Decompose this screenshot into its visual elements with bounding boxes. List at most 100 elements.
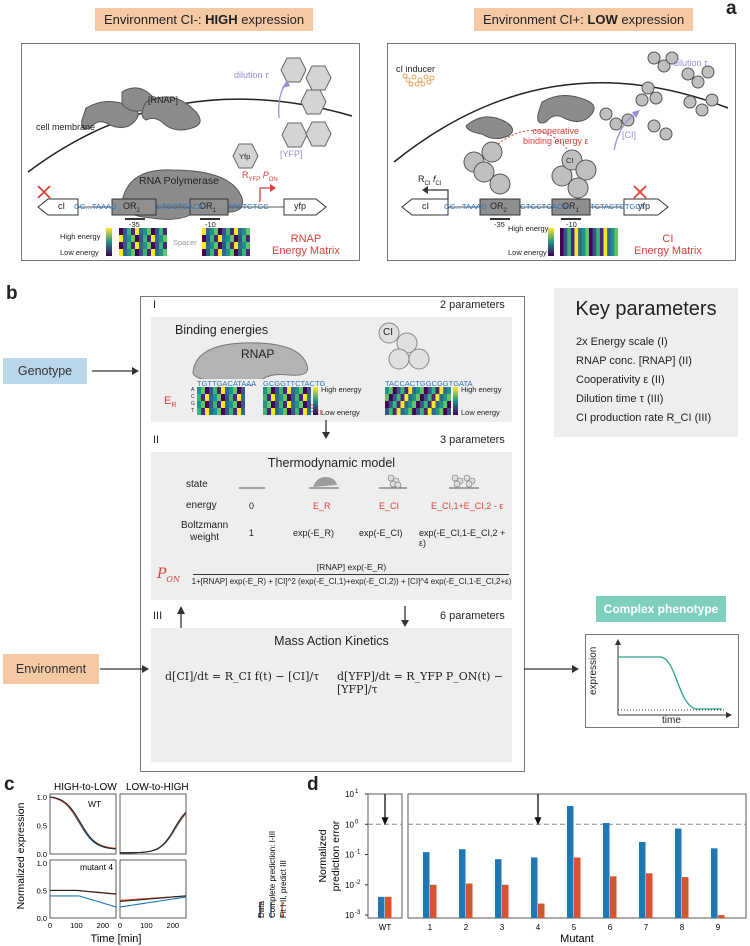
yfp-conc-label: [YFP] bbox=[280, 149, 303, 159]
heatmap-cell bbox=[400, 408, 405, 416]
heatmap-cell bbox=[388, 394, 394, 402]
env-high-prefix: Environment CI-: bbox=[104, 12, 206, 27]
heatmap-cell bbox=[233, 387, 238, 395]
or1-left-sub: 1 bbox=[212, 207, 216, 214]
heatmap-cell bbox=[135, 235, 140, 243]
heatmap-cell bbox=[607, 242, 612, 250]
heatmap-cell bbox=[233, 408, 238, 416]
heatmap-cell bbox=[283, 408, 288, 416]
section-3-roman: III bbox=[153, 610, 163, 622]
heatmap-cell bbox=[423, 387, 429, 395]
heatmap-cell bbox=[423, 401, 429, 409]
or1-right-sub: 1 bbox=[575, 207, 579, 214]
curve-complete bbox=[49, 796, 117, 850]
curve-data bbox=[50, 889, 117, 895]
heatmap-cell bbox=[385, 401, 390, 409]
heatmap-cell bbox=[155, 235, 160, 243]
heatmap-cell bbox=[197, 387, 202, 395]
heatmap-cell bbox=[263, 401, 268, 409]
curve-fit bbox=[49, 796, 117, 849]
heatmap-cell bbox=[427, 401, 432, 409]
rnap-matrix-b-10 bbox=[263, 387, 312, 416]
dilution-label-right: dilution τ bbox=[673, 58, 707, 68]
heatmap-cell bbox=[217, 387, 222, 395]
bar-7-s1 bbox=[639, 841, 646, 918]
seq1-left: GG...TAAAG bbox=[74, 202, 117, 211]
heatmap-cell bbox=[419, 408, 425, 416]
heatmap-cell bbox=[246, 228, 251, 236]
section-2-box: Thermodynamic model state energy Boltzma… bbox=[151, 452, 512, 600]
or2-right: OR2 bbox=[490, 201, 507, 214]
f-ci-sub: CI bbox=[435, 180, 442, 187]
cell-high-box: cell membrane [RNAP] dilution τ [YFP] Yf… bbox=[21, 43, 360, 261]
env-high-title: Environment CI-: HIGH expression bbox=[95, 8, 314, 31]
heatmap-cell bbox=[443, 408, 448, 416]
heatmap-cell bbox=[279, 387, 284, 395]
heatmap-cell bbox=[603, 242, 608, 250]
heatmap-cell bbox=[396, 401, 401, 409]
heatmap-cell bbox=[585, 242, 590, 250]
heatmap-cell bbox=[213, 394, 218, 402]
r-yfp: R bbox=[242, 170, 249, 180]
bar-2-s1 bbox=[459, 849, 466, 918]
heatmap-cell bbox=[295, 387, 300, 395]
heatmap-cell bbox=[447, 394, 452, 402]
heatmap-cell bbox=[408, 394, 413, 402]
heatmap-cell bbox=[388, 408, 394, 416]
heatmap-cell bbox=[614, 242, 619, 250]
cell-low-box: cI inducer dilution τ [CI] cooperative b… bbox=[387, 43, 736, 261]
heatmap-cell bbox=[222, 235, 227, 243]
env-high-suffix: expression bbox=[237, 12, 305, 27]
bar-9-s1 bbox=[711, 848, 718, 918]
coop-line1: cooperative bbox=[532, 126, 580, 136]
ci-matrix-title-2: Energy Matrix bbox=[634, 245, 702, 257]
heatmap-cell bbox=[603, 235, 608, 243]
heatmap-cell bbox=[603, 228, 608, 236]
heatmap-cell bbox=[419, 387, 425, 395]
heatmap-cell bbox=[408, 387, 413, 395]
rnap-matrix-left-35 bbox=[119, 228, 168, 257]
rnap-conc-label: [RNAP] bbox=[148, 95, 179, 105]
heatmap-cell bbox=[151, 249, 156, 257]
e-r: E bbox=[164, 395, 172, 407]
heatmap-cell bbox=[205, 387, 210, 395]
pon-eq-num: [RNAP] exp(-E_R) bbox=[316, 562, 387, 572]
heatmap-cell bbox=[307, 408, 312, 416]
heatmap-cell bbox=[246, 242, 251, 250]
heatmap-cell bbox=[135, 242, 140, 250]
low-energy-b1: Low energy bbox=[321, 408, 360, 417]
heatmap-cell bbox=[563, 249, 568, 257]
energy-colorbar-b1 bbox=[313, 387, 318, 415]
heatmap-cell bbox=[206, 249, 211, 257]
heatmap-cell bbox=[214, 249, 219, 257]
low-energy-left: Low energy bbox=[60, 248, 99, 257]
row-weight-2: weight bbox=[190, 532, 220, 543]
heatmap-cell bbox=[574, 249, 579, 257]
energy-eci2: E_CI,1+E_CI,2 - ε bbox=[431, 501, 504, 511]
heatmap-cell bbox=[123, 235, 128, 243]
heatmap-cell bbox=[163, 235, 168, 243]
heatmap-cell bbox=[560, 242, 564, 250]
curve-complete bbox=[120, 813, 187, 854]
panel-c-xlabel: Time [min] bbox=[91, 933, 142, 945]
heatmap-cell bbox=[214, 228, 219, 236]
ci-protein-label: CI bbox=[566, 156, 574, 165]
panel-a-letter: a bbox=[726, 0, 737, 19]
ci-matrix-title-1: CI bbox=[662, 233, 674, 245]
heatmap-cell bbox=[155, 242, 160, 250]
row-energy: energy bbox=[186, 500, 217, 511]
heatmap-cell bbox=[237, 387, 242, 395]
heatmap-cell bbox=[163, 249, 168, 257]
rnap-seq-10: GCGGTTCTACTG bbox=[263, 379, 326, 388]
weight-1: 1 bbox=[249, 528, 255, 538]
ci-shape-label: CI bbox=[383, 327, 393, 338]
heatmap-cell bbox=[610, 242, 615, 250]
heatmap-cell bbox=[237, 401, 242, 409]
curve-fit bbox=[120, 812, 187, 854]
x-tick-label: 4 bbox=[536, 923, 541, 932]
arrow-head bbox=[381, 817, 389, 826]
heatmap-cell bbox=[197, 401, 202, 409]
axes-frame bbox=[49, 859, 117, 919]
y-tick-exponent: -2 bbox=[355, 880, 361, 886]
heatmap-cell bbox=[237, 408, 242, 416]
